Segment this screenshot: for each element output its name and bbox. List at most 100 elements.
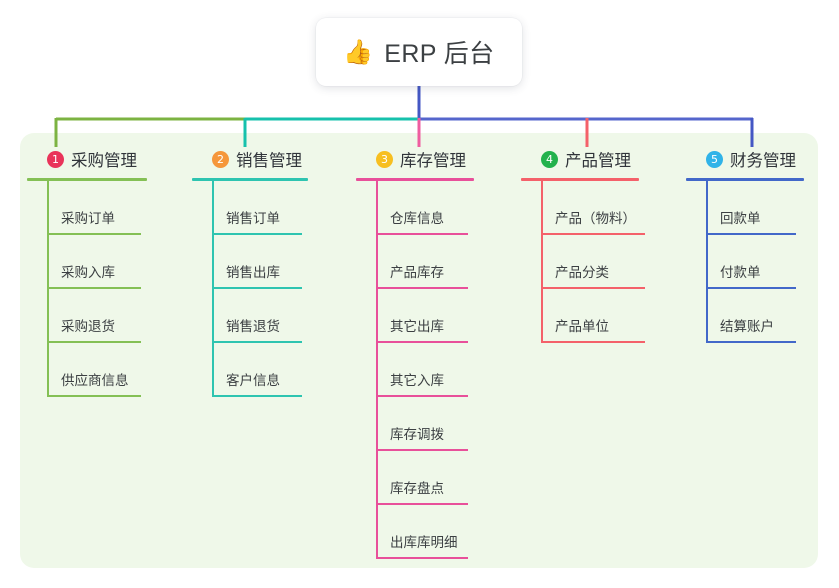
branch-header-3[interactable]: 3 库存管理: [356, 146, 486, 172]
branch-rule-5: [686, 178, 804, 181]
leaf-item-label: 采购入库: [61, 265, 115, 280]
leaf-item[interactable]: 产品库存: [356, 235, 486, 289]
leaf-item[interactable]: 销售退货: [192, 289, 318, 343]
leaf-item-rule: [212, 233, 302, 235]
leaf-item-label: 库存盘点: [390, 481, 444, 496]
leaf-item-label: 产品单位: [555, 319, 609, 334]
branch-column-1: 1 采购管理 采购订单采购入库采购退货供应商信息: [27, 146, 177, 397]
leaf-item-rule: [541, 233, 645, 235]
leaf-item-rule: [376, 341, 468, 343]
leaf-item[interactable]: 其它入库: [356, 343, 486, 397]
branch-header-4[interactable]: 4 产品管理: [521, 146, 653, 172]
leaf-item-rule: [47, 233, 141, 235]
branch-column-4: 4 产品管理 产品（物料） 产品分类产品单位: [521, 146, 653, 343]
branch-column-3: 3 库存管理 仓库信息产品库存其它出库其它入库库存调拨库存盘点出库库明细: [356, 146, 486, 559]
branch-stem-4: [541, 181, 543, 343]
leaf-item-rule: [47, 287, 141, 289]
branches-panel: [20, 133, 818, 568]
branch-header-2[interactable]: 2 销售管理: [192, 146, 318, 172]
branch-title-5: 财务管理: [730, 152, 796, 170]
leaf-item-label: 销售出库: [226, 265, 280, 280]
branch-items-2: 销售订单销售出库销售退货客户信息: [192, 181, 318, 397]
leaf-item-label: 付款单: [720, 265, 761, 280]
branch-header-1[interactable]: 1 采购管理: [27, 146, 177, 172]
branch-stem-3: [376, 181, 378, 559]
branch-items-5: 回款单付款单结算账户: [686, 181, 808, 343]
leaf-item[interactable]: 客户信息: [192, 343, 318, 397]
leaf-item-label: 客户信息: [226, 373, 280, 388]
leaf-item-rule: [212, 395, 302, 397]
branch-items-3: 仓库信息产品库存其它出库其它入库库存调拨库存盘点出库库明细: [356, 181, 486, 559]
leaf-item[interactable]: 产品单位: [521, 289, 653, 343]
leaf-item-rule: [376, 395, 468, 397]
root-node[interactable]: 👍 ERP 后台: [316, 18, 522, 86]
leaf-item[interactable]: 产品（物料）: [521, 181, 653, 235]
leaf-item[interactable]: 销售订单: [192, 181, 318, 235]
leaf-item[interactable]: 供应商信息: [27, 343, 177, 397]
leaf-item-label: 采购退货: [61, 319, 115, 334]
branch-column-2: 2 销售管理 销售订单销售出库销售退货客户信息: [192, 146, 318, 397]
branch-header-5[interactable]: 5 财务管理: [686, 146, 808, 172]
leaf-item[interactable]: 库存调拨: [356, 397, 486, 451]
leaf-item-rule: [212, 287, 302, 289]
leaf-item-label: 其它入库: [390, 373, 444, 388]
leaf-item-label: 产品分类: [555, 265, 609, 280]
branch-rule-1: [27, 178, 147, 181]
branch-rule-3: [356, 178, 474, 181]
branch-stem-2: [212, 181, 214, 397]
branch-title-2: 销售管理: [236, 152, 302, 170]
branch-rule-2: [192, 178, 308, 181]
leaf-item-rule: [706, 233, 796, 235]
leaf-item-rule: [541, 341, 645, 343]
branch-badge-4: 4: [541, 150, 558, 168]
branch-items-4: 产品（物料） 产品分类产品单位: [521, 181, 653, 343]
leaf-item[interactable]: 出库库明细: [356, 505, 486, 559]
leaf-item-rule: [706, 341, 796, 343]
branch-stem-5: [706, 181, 708, 343]
leaf-item-rule: [376, 233, 468, 235]
leaf-item-label: 供应商信息: [61, 373, 129, 388]
leaf-item-label: 产品库存: [390, 265, 444, 280]
leaf-item[interactable]: 回款单: [686, 181, 808, 235]
leaf-item[interactable]: 采购订单: [27, 181, 177, 235]
branch-stem-1: [47, 181, 49, 397]
leaf-item[interactable]: 采购退货: [27, 289, 177, 343]
leaf-item-label: 仓库信息: [390, 211, 444, 226]
leaf-item[interactable]: 结算账户: [686, 289, 808, 343]
branch-items-1: 采购订单采购入库采购退货供应商信息: [27, 181, 177, 397]
leaf-item-rule: [376, 503, 468, 505]
leaf-item-rule: [541, 287, 645, 289]
leaf-item-rule: [706, 287, 796, 289]
leaf-item[interactable]: 库存盘点: [356, 451, 486, 505]
branch-column-5: 5 财务管理 回款单付款单结算账户: [686, 146, 808, 343]
leaf-item-label: 回款单: [720, 211, 761, 226]
leaf-item[interactable]: 其它出库: [356, 289, 486, 343]
leaf-item-rule: [376, 557, 468, 559]
leaf-item-label: 采购订单: [61, 211, 115, 226]
branch-badge-5: 5: [706, 150, 723, 168]
branch-badge-3: 3: [376, 150, 393, 168]
branch-badge-2: 2: [212, 150, 229, 168]
leaf-item[interactable]: 销售出库: [192, 235, 318, 289]
leaf-item[interactable]: 仓库信息: [356, 181, 486, 235]
leaf-item[interactable]: 产品分类: [521, 235, 653, 289]
leaf-item-rule: [376, 449, 468, 451]
leaf-item-label: 销售订单: [226, 211, 280, 226]
leaf-item[interactable]: 采购入库: [27, 235, 177, 289]
leaf-item-rule: [212, 341, 302, 343]
leaf-item-label: 出库库明细: [390, 535, 458, 550]
leaf-item-rule: [47, 395, 141, 397]
root-label: ERP 后台: [384, 40, 495, 68]
branch-rule-4: [521, 178, 639, 181]
leaf-item-label: 产品（物料）: [555, 211, 636, 226]
leaf-item-label: 库存调拨: [390, 427, 444, 442]
branch-title-1: 采购管理: [71, 152, 137, 170]
thumbs-up-icon: 👍: [343, 39, 374, 66]
leaf-item-label: 其它出库: [390, 319, 444, 334]
leaf-item-rule: [376, 287, 468, 289]
branch-title-3: 库存管理: [400, 152, 466, 170]
leaf-item-rule: [47, 341, 141, 343]
leaf-item[interactable]: 付款单: [686, 235, 808, 289]
leaf-item-label: 结算账户: [720, 319, 774, 334]
